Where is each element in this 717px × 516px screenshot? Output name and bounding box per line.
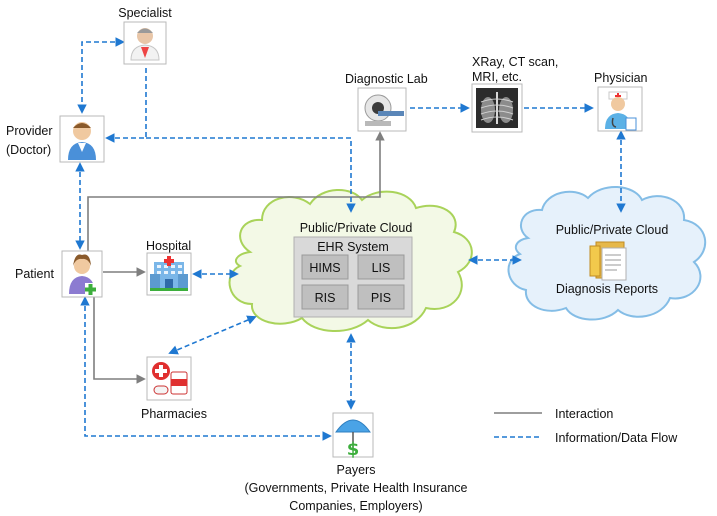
interaction-patient-diaglab <box>87 131 385 252</box>
ehr-system-box: EHR System HIMS LIS RIS PIS <box>293 236 413 318</box>
pharmacies-node: Pharmacies <box>141 356 207 421</box>
patient-node: Patient <box>15 250 103 298</box>
ehr-module-lis: LIS <box>357 254 405 280</box>
ehr-module-lis-label: LIS <box>372 261 391 275</box>
pharmacies-label: Pharmacies <box>141 407 207 421</box>
provider-label-line1: Provider <box>6 124 53 138</box>
ehr-module-pis: PIS <box>357 284 405 310</box>
hospital-node: Hospital <box>146 239 192 296</box>
imaging-label-line1: XRay, CT scan, <box>472 55 558 69</box>
legend-flow-label: Information/Data Flow <box>555 431 678 445</box>
ehr-module-ris: RIS <box>301 284 349 310</box>
legend: Interaction Information/Data Flow <box>494 407 678 445</box>
interaction-patient-pharmacies <box>93 292 146 384</box>
patient-icon <box>69 254 96 295</box>
doctor-icon <box>68 122 96 160</box>
flow-specialist-provider <box>77 37 125 114</box>
ehr-module-pis-label: PIS <box>371 291 391 305</box>
payers-label-line2: (Governments, Private Health Insurance <box>244 481 467 495</box>
specialist-node: Specialist <box>118 6 172 65</box>
flow-patient-payers <box>80 296 332 441</box>
payers-node: $ Payers (Governments, Private Health In… <box>244 412 468 513</box>
specialist-label: Specialist <box>118 6 172 20</box>
diagnostic-lab-node: Diagnostic Lab <box>345 72 428 132</box>
imaging-label-line2: MRI, etc. <box>472 70 522 84</box>
xray-icon <box>476 88 518 128</box>
physician-icon <box>605 91 637 131</box>
ehr-module-ris-label: RIS <box>315 291 336 305</box>
reports-folder-icon <box>589 241 627 281</box>
mri-scanner-icon <box>364 94 404 126</box>
payers-label-line1: Payers <box>337 463 376 477</box>
pharmacy-icon <box>152 362 188 395</box>
provider-node: Provider (Doctor) <box>6 115 105 163</box>
payers-label-line3: Companies, Employers) <box>289 499 422 513</box>
physician-node: Physician <box>594 71 648 132</box>
ehr-system-title: EHR System <box>317 240 389 254</box>
payers-umbrella-icon: $ <box>335 419 371 460</box>
main-cloud-title: Public/Private Cloud <box>300 221 413 235</box>
flow-pharmacies-cloud <box>168 315 257 355</box>
flow-provider-cloud <box>146 137 356 213</box>
ehr-module-hims: HIMS <box>301 254 349 280</box>
hospital-icon <box>150 256 188 291</box>
diagnosis-reports-label: Diagnosis Reports <box>556 282 658 296</box>
legend-interaction-label: Interaction <box>555 407 613 421</box>
specialist-icon <box>130 28 160 61</box>
imaging-node: XRay, CT scan, MRI, etc. <box>471 55 558 133</box>
hospital-label: Hospital <box>146 239 191 253</box>
provider-label-line2: (Doctor) <box>6 143 51 157</box>
svg-text:$: $ <box>347 439 360 460</box>
ehr-module-hims-label: HIMS <box>309 261 340 275</box>
flow-provider-specialist <box>105 66 147 143</box>
patient-label: Patient <box>15 267 54 281</box>
diagnosis-reports-node: Public/Private Cloud Diagnosis Reports <box>556 223 669 296</box>
diagnostic-lab-label: Diagnostic Lab <box>345 72 428 86</box>
reports-cloud-title: Public/Private Cloud <box>556 223 669 237</box>
physician-label: Physician <box>594 71 648 85</box>
